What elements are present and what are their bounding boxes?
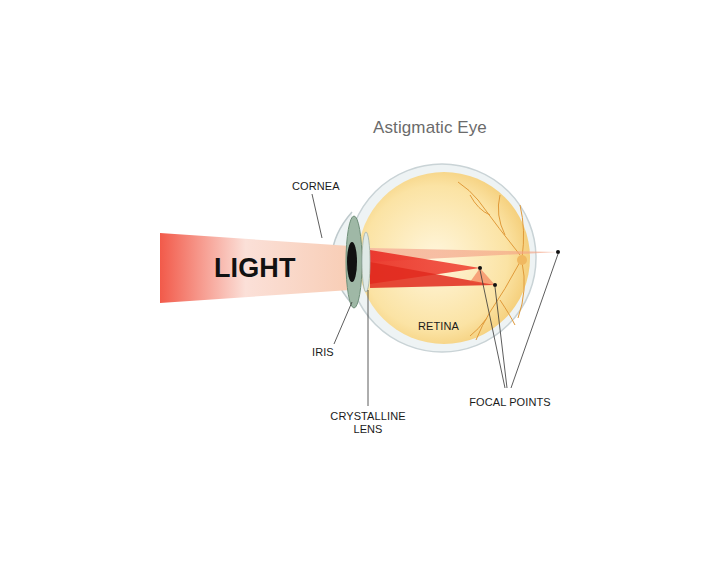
optic-disc <box>517 255 527 265</box>
pupil <box>347 242 357 282</box>
focal-dot <box>478 266 482 270</box>
beam-label: LIGHT <box>214 253 296 283</box>
part-label: IRIS <box>312 346 334 359</box>
part-label: RETINA <box>418 320 459 333</box>
retina-veins <box>458 182 524 340</box>
diagram-title: Astigmatic Eye <box>373 118 487 138</box>
iris-shape <box>346 216 362 308</box>
focal-dot <box>493 283 497 287</box>
part-label: CORNEA <box>292 180 340 193</box>
lens-shape <box>362 232 370 292</box>
part-label: CRYSTALLINE LENS <box>326 410 410 436</box>
leader-lines <box>312 194 558 406</box>
focal-dot <box>556 250 560 254</box>
light-beam <box>160 233 350 303</box>
red-beam <box>370 262 495 288</box>
part-label: FOCAL POINTS <box>469 396 550 409</box>
